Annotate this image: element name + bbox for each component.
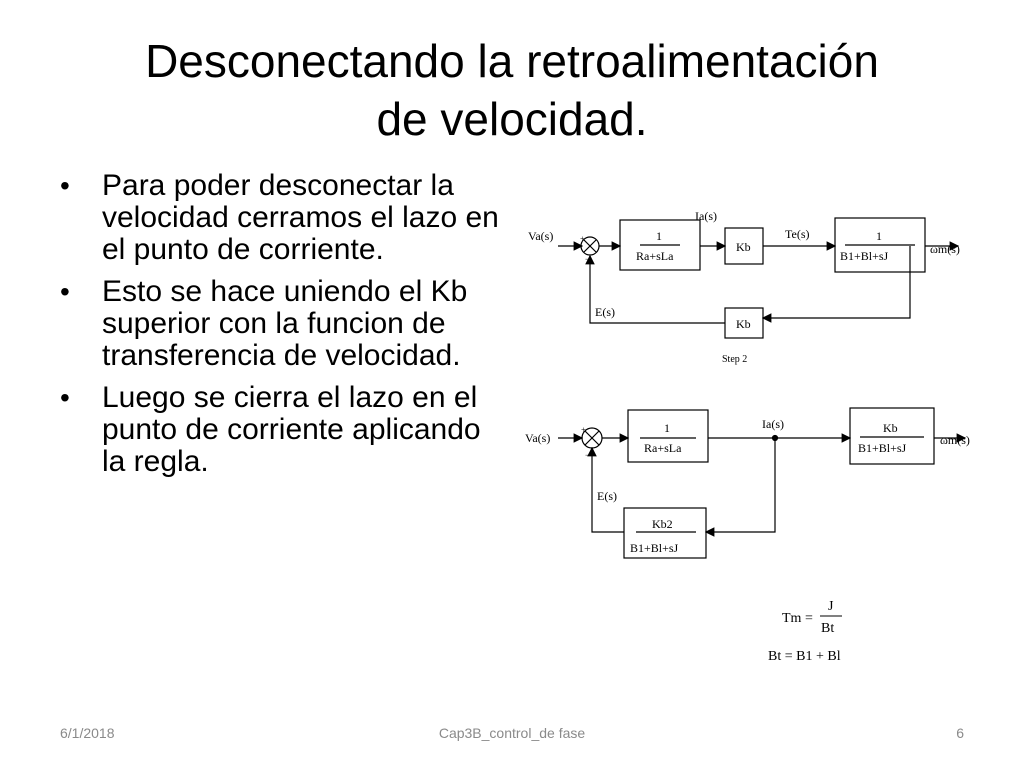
top-feedback-kb-label: Kb: [736, 317, 751, 331]
footer-date: 6/1/2018: [60, 725, 115, 741]
bullet-dot-icon: •: [60, 170, 70, 201]
bottom-diagram-labels: Va(s) + − 1 Ra+sLa Ia(s) Kb B1+Bl+sJ ωm(…: [525, 417, 970, 555]
top-block1-den: Ra+sLa: [636, 249, 674, 263]
equations: Tm = J Bt Bt = B1 + Bl: [768, 599, 842, 664]
top-diagram-labels: Va(s) + − 1 Ra+sLa Ia(s) Kb Te(s) 1 B1+B…: [528, 209, 960, 365]
slide-title: Desconectando la retroalimentación de ve…: [60, 32, 964, 148]
bottom-block1-num: 1: [664, 421, 670, 435]
eq1-den: Bt: [821, 621, 834, 636]
top-output-label: ωm(s): [930, 242, 960, 256]
bullet-text: Luego se cierra el lazo en el punto de c…: [102, 381, 481, 478]
bullet-item: • Luego se cierra el lazo en el punto de …: [60, 382, 500, 478]
bullet-text: Esto se hace uniendo el Kb superior con …: [102, 275, 468, 372]
bottom-plus-sign: +: [581, 425, 586, 435]
bullet-dot-icon: •: [60, 382, 70, 413]
bullet-dot-icon: •: [60, 276, 70, 307]
eq1-num: J: [828, 599, 834, 614]
title-line-1: Desconectando la retroalimentación: [145, 35, 879, 87]
block-diagram: Va(s) + − 1 Ra+sLa Ia(s) Kb Te(s) 1 B1+B…: [525, 209, 970, 664]
bullet-text: Para poder desconectar la velocidad cerr…: [102, 169, 499, 266]
bullet-item: • Esto se hace uniendo el Kb superior con…: [60, 276, 500, 372]
top-feedback-label: E(s): [595, 305, 615, 319]
bottom-block-2: [849, 407, 935, 465]
top-minus-sign: −: [585, 254, 590, 264]
bullet-list: • Para poder desconectar la velocidad cer…: [60, 170, 500, 488]
top-block-3: [834, 217, 926, 273]
eq2: Bt = B1 + Bl: [768, 649, 841, 664]
bullet-item: • Para poder desconectar la velocidad cer…: [60, 170, 500, 266]
top-kb-label: Kb: [736, 240, 751, 254]
bottom-feedback-num: Kb2: [652, 517, 673, 531]
top-plus-sign: +: [580, 234, 585, 244]
slide-number: 6: [956, 725, 964, 741]
bottom-block2-num: Kb: [883, 421, 898, 435]
bottom-block2-den: B1+Bl+sJ: [858, 441, 907, 455]
eq1-lhs: Tm =: [782, 611, 813, 626]
bottom-feedback-den: B1+Bl+sJ: [630, 541, 679, 555]
bottom-feedback-block: [623, 507, 707, 559]
title-line-2: de velocidad.: [376, 93, 648, 145]
top-current-label: Ia(s): [695, 209, 717, 223]
bottom-diagram: [558, 407, 967, 559]
top-block3-den: B1+Bl+sJ: [840, 249, 889, 263]
top-block1-num: 1: [656, 229, 662, 243]
bottom-block1-den: Ra+sLa: [644, 441, 682, 455]
bottom-input-label: Va(s): [525, 431, 550, 445]
footer-title: Cap3B_control_de fase: [438, 725, 586, 741]
top-block3-num: 1: [876, 229, 882, 243]
top-block-1: [619, 219, 701, 271]
bottom-block-1: [627, 409, 709, 463]
bottom-feedback-label: E(s): [597, 489, 617, 503]
top-diagram: [558, 217, 960, 339]
top-step-label: Step 2: [722, 354, 747, 365]
top-torque-label: Te(s): [785, 227, 809, 241]
bottom-minus-sign: −: [585, 450, 590, 460]
top-input-label: Va(s): [528, 229, 553, 243]
bottom-output-label: ωm(s): [940, 433, 970, 447]
bottom-current-label: Ia(s): [762, 417, 784, 431]
